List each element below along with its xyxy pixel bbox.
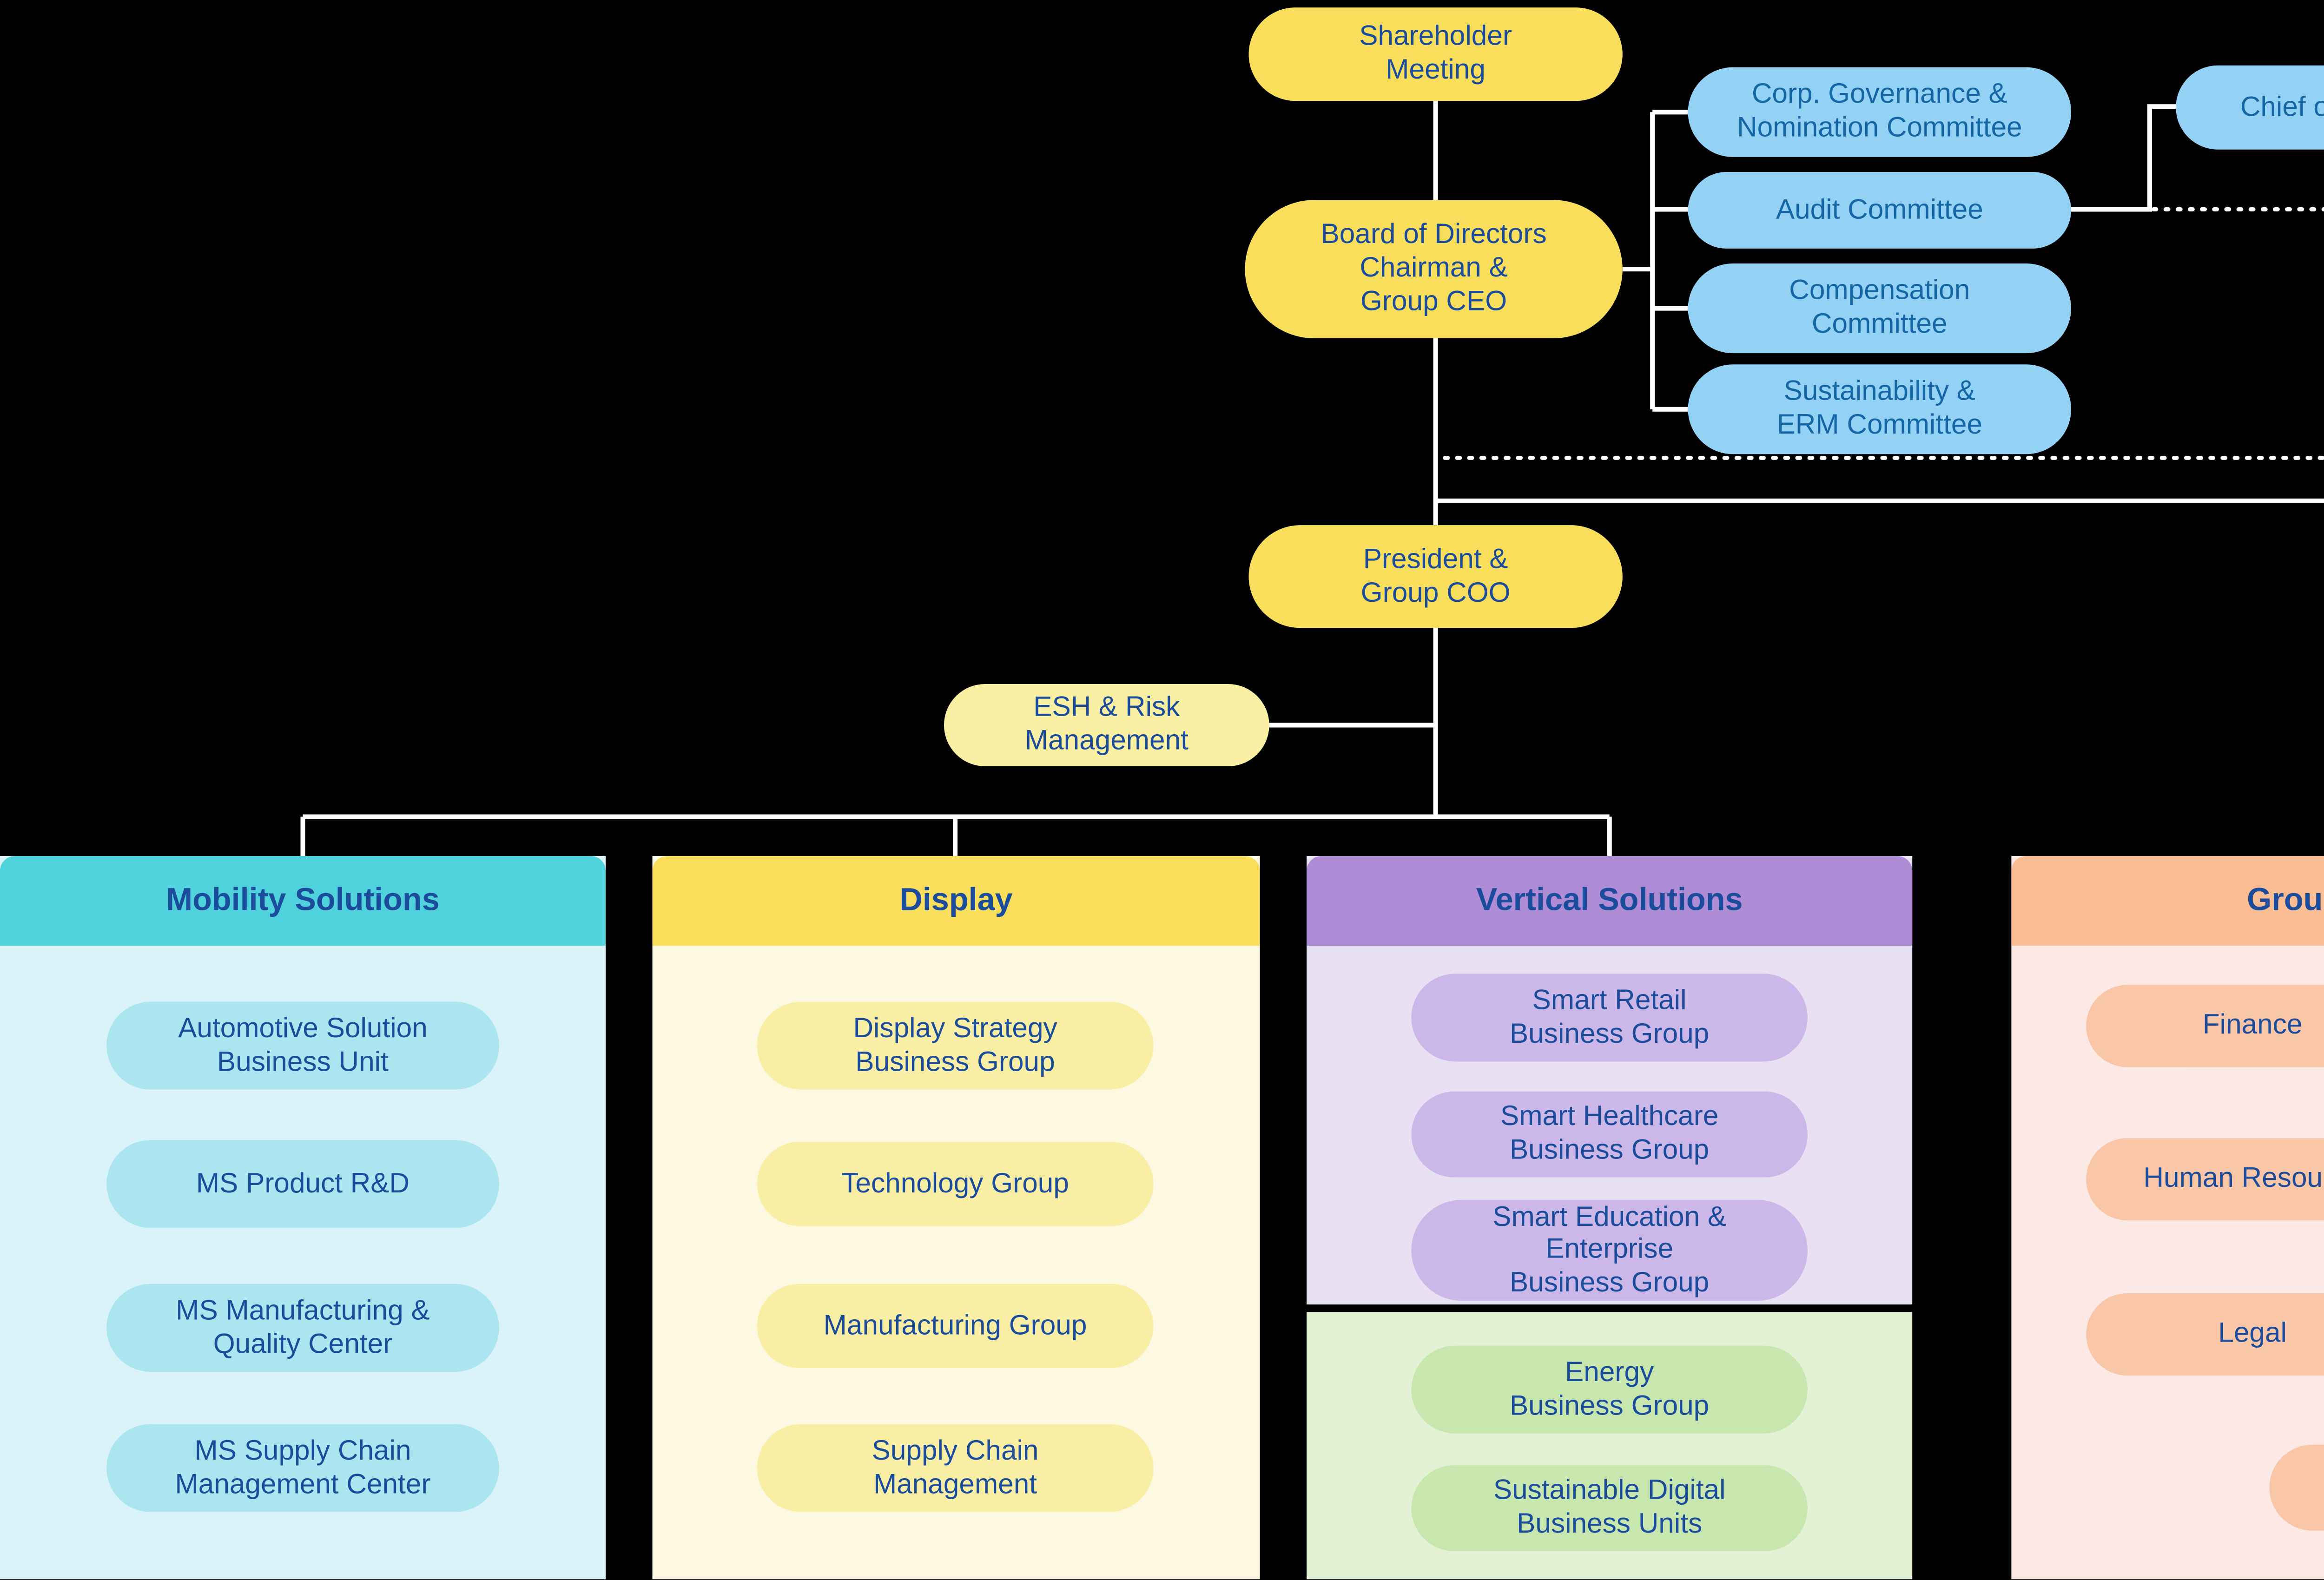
unit-pill-technology-group: Technology Group bbox=[757, 1142, 1154, 1226]
unit-pill-legal: Legal bbox=[2086, 1293, 2324, 1376]
division-header-mobility-solutions: Mobility Solutions bbox=[0, 856, 606, 946]
node-compensation-committee: Compensation Committee bbox=[1688, 263, 2072, 354]
unit-pill-finance: Finance bbox=[2086, 985, 2324, 1067]
unit-pill-smart-education-enterprise: Smart Education & Enterprise Business Gr… bbox=[1411, 1199, 1808, 1301]
unit-pill-ms-manufacturing: MS Manufacturing & Quality Center bbox=[106, 1284, 499, 1372]
connector-division-bus bbox=[300, 814, 1612, 856]
unit-pill-automotive-solution: Automotive Solution Business Unit bbox=[106, 1001, 499, 1090]
division-card-display: Display Display Strategy Business Group … bbox=[652, 856, 1260, 1580]
division-card-vertical-solutions-green: Energy Business Group Sustainable Digita… bbox=[1307, 1312, 1913, 1580]
unit-pill-smart-healthcare: Smart Healthcare Business Group bbox=[1411, 1091, 1808, 1178]
connector-dotted-chief-board bbox=[1435, 455, 2324, 460]
unit-pill-auditing: Auditing bbox=[2269, 1444, 2324, 1531]
unit-pill-display-strategy: Display Strategy Business Group bbox=[757, 1001, 1154, 1090]
unit-pill-ms-supply-chain: MS Supply Chain Management Center bbox=[106, 1424, 499, 1512]
unit-pill-manufacturing-group: Manufacturing Group bbox=[757, 1284, 1154, 1368]
node-chief-of-compliance: Chief of Compliance bbox=[2176, 65, 2324, 150]
unit-pill-supply-chain-management: Supply Chain Management bbox=[757, 1424, 1154, 1512]
unit-pill-human-resource: Human Resource bbox=[2086, 1138, 2324, 1221]
node-board-of-directors: Board of Directors Chairman & Group CEO bbox=[1245, 200, 1623, 338]
unit-pill-energy-business-group: Energy Business Group bbox=[1411, 1345, 1808, 1434]
division-card-vertical-solutions: Vertical Solutions Smart Retail Business… bbox=[1307, 856, 1913, 1305]
division-header-group-infrastructure: Group Infrastructure Unit bbox=[2011, 856, 2324, 946]
division-card-group-infrastructure: Group Infrastructure Unit Finance Digita… bbox=[2011, 856, 2324, 1580]
division-card-mobility-solutions: Mobility Solutions Automotive Solution B… bbox=[0, 856, 606, 1580]
division-header-display: Display bbox=[652, 856, 1260, 946]
node-sustainability-erm-committee: Sustainability & ERM Committee bbox=[1688, 364, 2072, 454]
node-shareholder-meeting: Shareholder Meeting bbox=[1248, 7, 1623, 101]
division-header-vertical-solutions: Vertical Solutions bbox=[1307, 856, 1913, 946]
node-president-group-coo: President & Group COO bbox=[1248, 525, 1623, 628]
unit-pill-ms-product-rd: MS Product R&D bbox=[106, 1140, 499, 1228]
connector-board-committees bbox=[1622, 110, 1688, 412]
unit-pill-smart-retail: Smart Retail Business Group bbox=[1411, 974, 1808, 1062]
node-audit-committee: Audit Committee bbox=[1688, 171, 2072, 249]
connector-audit-chief bbox=[2071, 104, 2176, 212]
connector-giu-branch bbox=[1435, 498, 2324, 503]
node-corp-governance-committee: Corp. Governance & Nomination Committee bbox=[1688, 67, 2072, 157]
unit-pill-sustainable-digital: Sustainable Digital Business Units bbox=[1411, 1465, 1808, 1552]
node-esh-risk-management: ESH & Risk Management bbox=[944, 684, 1269, 766]
